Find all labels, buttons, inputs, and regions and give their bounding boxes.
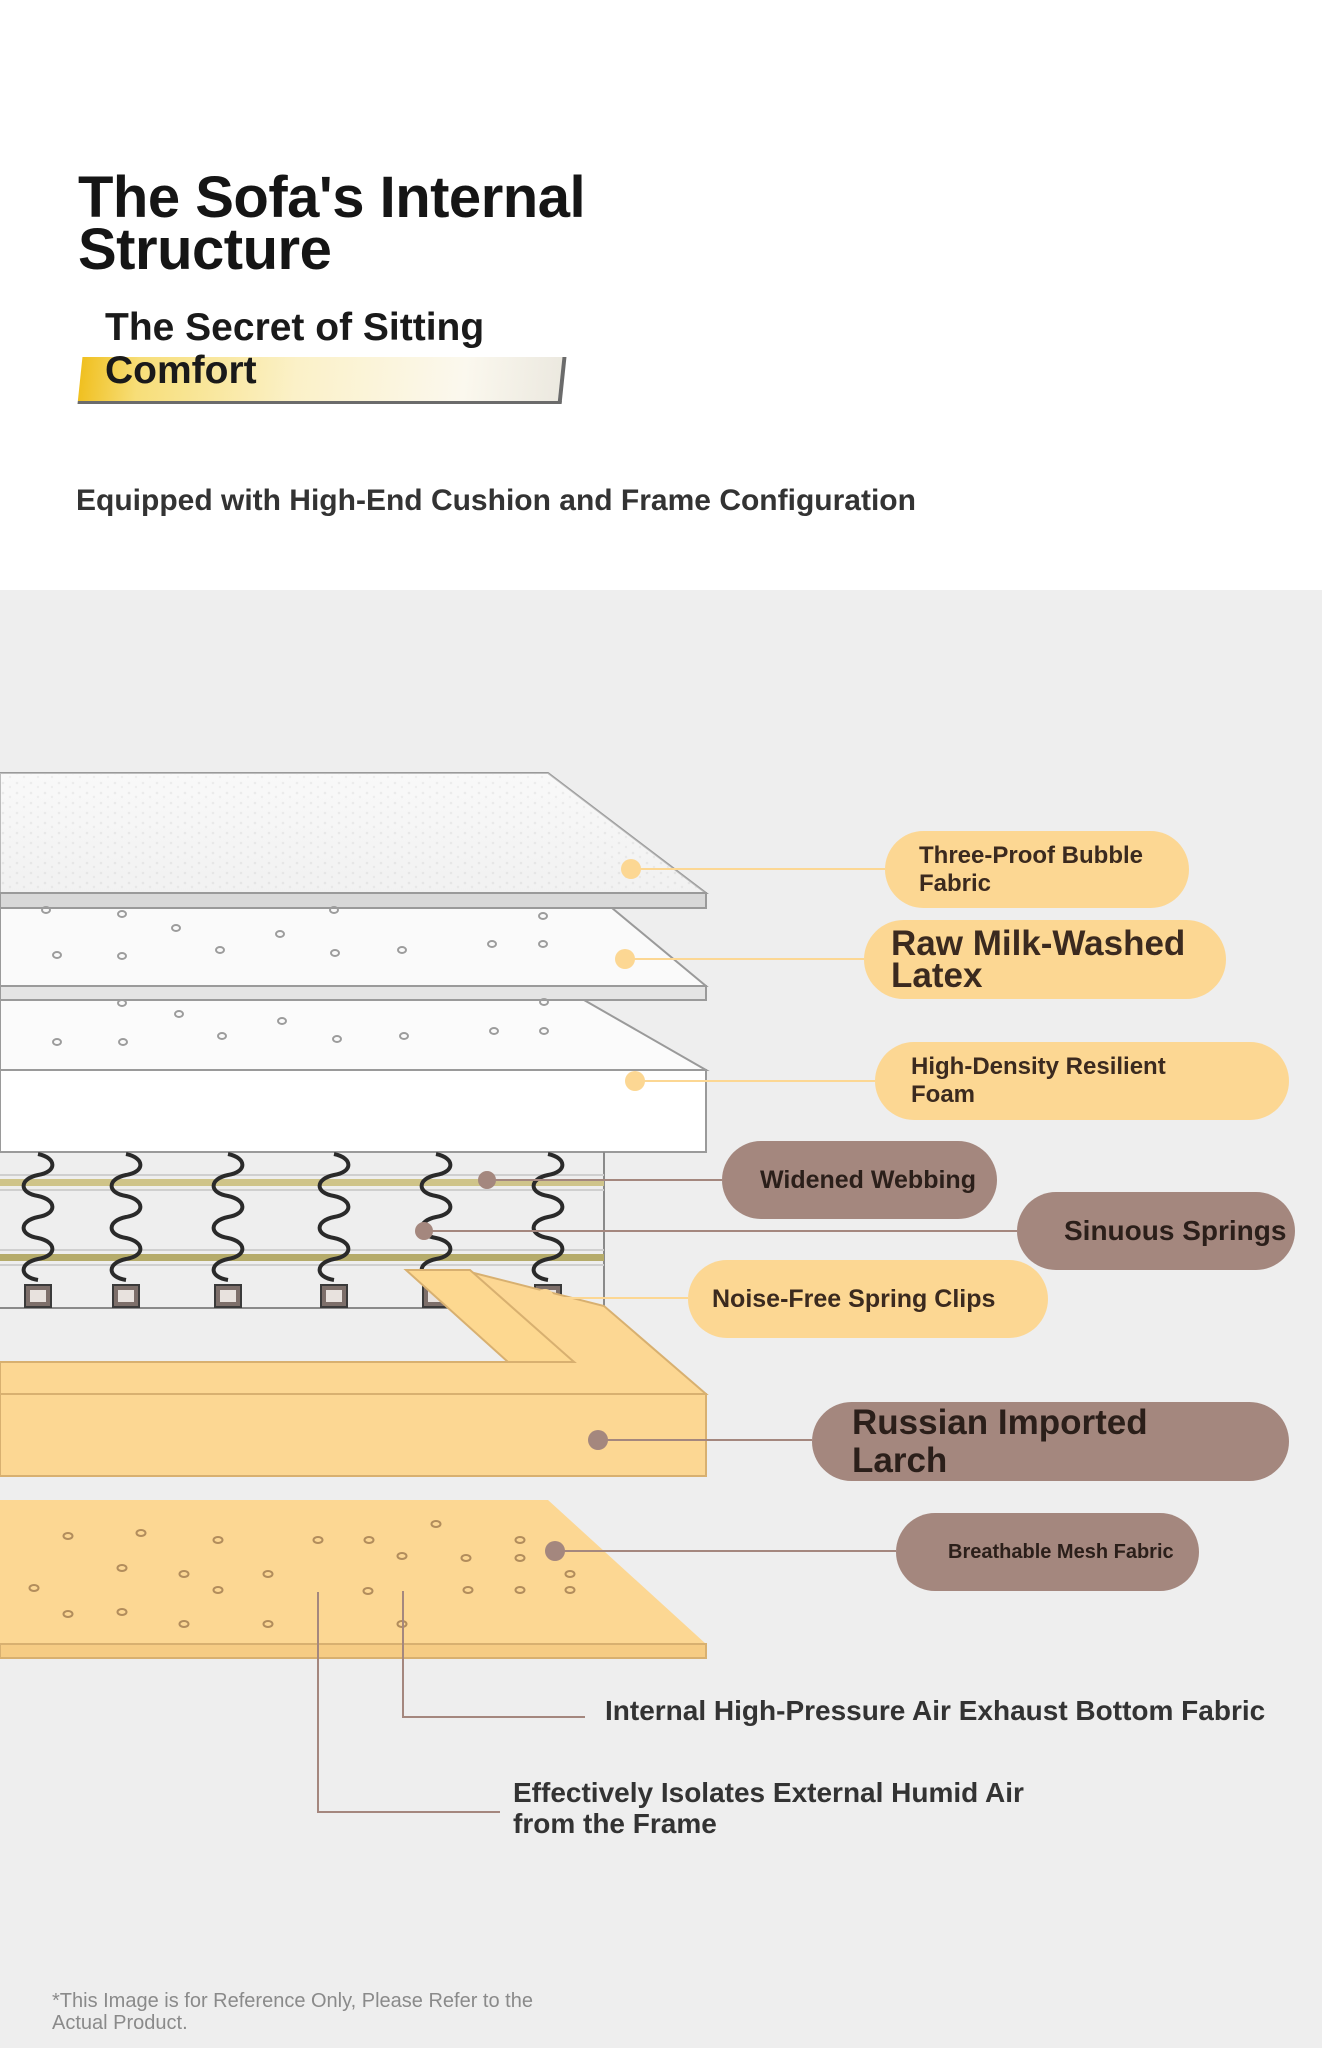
mesh-hole <box>28 1584 40 1592</box>
page-subtitle: The Secret of Sitting Comfort <box>105 306 485 392</box>
spring-clip-inner <box>326 1290 342 1302</box>
mesh-hole <box>363 1536 375 1544</box>
label-air-exhaust-bottom-fabric: Internal High-Pressure Air Exhaust Botto… <box>605 1695 1266 1726</box>
mesh-hole <box>462 1586 474 1594</box>
page-title: The Sofa's Internal Structure <box>78 165 586 282</box>
spring-clip-inner <box>30 1290 46 1302</box>
mesh-hole <box>312 1536 324 1544</box>
layer-latex <box>0 906 709 1001</box>
mesh-hole <box>116 1564 128 1572</box>
spring-coil <box>21 1152 55 1282</box>
mesh-hole <box>178 1620 190 1628</box>
mesh-hole <box>564 1586 576 1594</box>
spring-coil <box>211 1152 245 1282</box>
layer-foam <box>0 998 710 1153</box>
spring-coil <box>317 1152 351 1282</box>
label-breathable-mesh-fabric: Breathable Mesh Fabric <box>896 1513 1199 1591</box>
label-raw-milk-washed-latex: Raw Milk-Washed Latex <box>864 920 1226 999</box>
layer-larch-frame <box>0 1269 709 1477</box>
mesh-hole <box>116 1608 128 1616</box>
mesh-hole <box>262 1570 274 1578</box>
tagline: Equipped with High-End Cushion and Frame… <box>76 484 916 517</box>
label-noise-free-spring-clips: Noise-Free Spring Clips <box>688 1260 1048 1338</box>
header-section: The Sofa's Internal Structure The Secret… <box>0 0 1322 590</box>
sinuous-springs <box>21 1152 565 1282</box>
spring-coil <box>109 1152 143 1282</box>
label-high-density-resilient-foam: High-Density Resilient Foam <box>875 1042 1289 1120</box>
spring-frame <box>0 1152 605 1309</box>
spring-clip-inner <box>118 1290 134 1302</box>
mesh-hole <box>514 1554 526 1562</box>
label-russian-imported-larch: Russian Imported Larch <box>812 1402 1289 1481</box>
mesh-hole <box>135 1529 147 1537</box>
mesh-hole <box>514 1586 526 1594</box>
label-sinuous-springs: Sinuous Springs <box>1017 1192 1295 1270</box>
spring-clip-inner <box>220 1290 236 1302</box>
spring-coil <box>419 1152 453 1282</box>
mesh-hole <box>396 1552 408 1560</box>
mesh-hole <box>178 1570 190 1578</box>
mesh-hole <box>514 1536 526 1544</box>
mesh-hole <box>62 1532 74 1540</box>
mesh-hole <box>564 1570 576 1578</box>
mesh-hole <box>362 1587 374 1595</box>
mesh-hole <box>460 1554 472 1562</box>
mesh-hole <box>262 1620 274 1628</box>
label-widened-webbing: Widened Webbing <box>722 1141 997 1219</box>
label-isolates-humid-air: Effectively Isolates External Humid Air … <box>513 1777 1024 1839</box>
disclaimer: *This Image is for Reference Only, Pleas… <box>52 1990 533 2034</box>
layer-mesh-fabric <box>0 1500 707 1659</box>
label-three-proof-bubble-fabric: Three-Proof Bubble Fabric <box>885 831 1189 908</box>
mesh-hole <box>62 1610 74 1618</box>
leader-lines <box>317 868 1017 1813</box>
spring-coil <box>531 1152 565 1282</box>
mesh-hole <box>430 1520 442 1528</box>
layer-three-proof-fabric <box>0 772 709 909</box>
mesh-hole <box>212 1536 224 1544</box>
leader-dots <box>415 859 645 1561</box>
mesh-hole <box>212 1586 224 1594</box>
